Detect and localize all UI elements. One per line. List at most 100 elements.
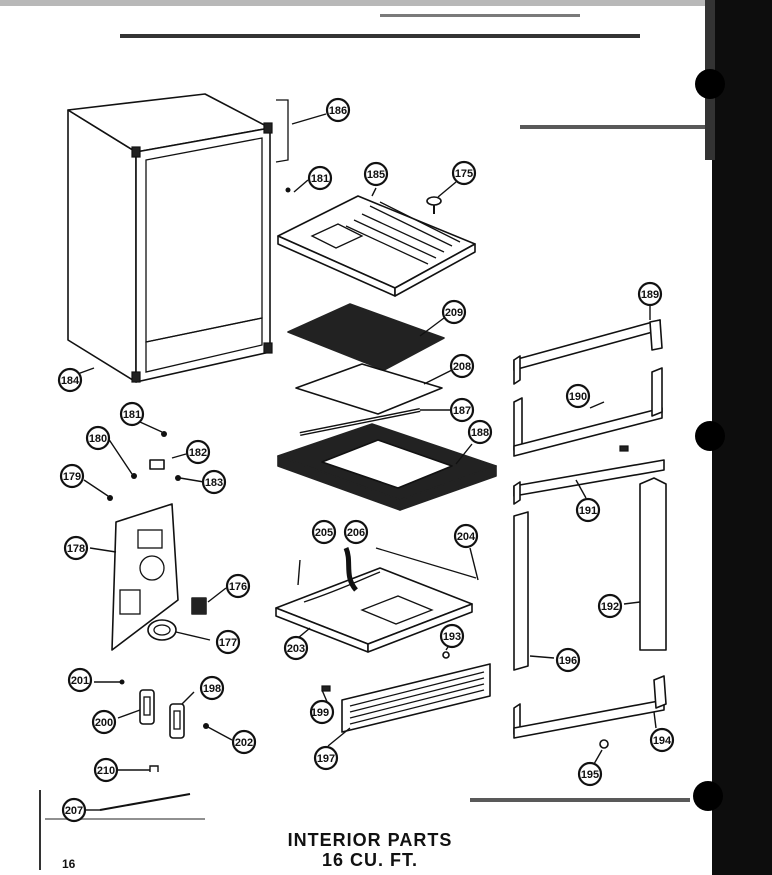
knob-175 — [426, 196, 442, 214]
screw-181-top — [285, 187, 291, 193]
callout-176: 176 — [225, 573, 251, 599]
bracket-182 — [149, 459, 165, 470]
callout-178: 178 — [63, 535, 89, 561]
callout-196-b: 199 — [309, 699, 335, 725]
clip-195 — [599, 739, 609, 749]
insulation-209 — [287, 303, 445, 371]
binder-hole-middle — [695, 421, 725, 451]
svg-text:191: 191 — [579, 505, 597, 517]
callout-190: 190 — [565, 383, 591, 409]
switch-176 — [191, 597, 207, 615]
callout-186: 186 — [325, 97, 351, 123]
svg-text:210: 210 — [97, 765, 115, 777]
callout-201: 201 — [67, 667, 93, 693]
svg-text:177: 177 — [219, 637, 237, 649]
diagram-title: INTERIOR PARTS 16 CU. FT. — [250, 830, 490, 870]
callout-184: 184 — [57, 367, 83, 393]
svg-text:181: 181 — [311, 173, 329, 185]
holder-200 — [139, 689, 155, 725]
svg-text:196: 196 — [559, 655, 577, 667]
svg-text:204: 204 — [457, 531, 476, 543]
glass-208 — [295, 363, 443, 415]
callout-194: 194 — [649, 727, 675, 753]
callout-182: 182 — [185, 439, 211, 465]
callout-177: 177 — [215, 629, 241, 655]
clip-193 — [442, 651, 450, 659]
svg-text:180: 180 — [89, 433, 107, 445]
callout-206: 206 — [343, 519, 369, 545]
shelf-panel-185 — [277, 195, 476, 297]
callout-189: 189 — [637, 281, 663, 307]
callout-188: 188 — [467, 419, 493, 445]
callout-208: 208 — [449, 353, 475, 379]
svg-text:205: 205 — [315, 527, 333, 539]
svg-text:193: 193 — [443, 631, 461, 643]
svg-text:181: 181 — [123, 409, 141, 421]
svg-text:194: 194 — [653, 735, 672, 747]
callout-202: 202 — [231, 729, 257, 755]
clip-196-right — [619, 445, 629, 452]
svg-text:190: 190 — [569, 391, 587, 403]
cabinet-liner-184 — [67, 93, 273, 383]
svg-text:178: 178 — [67, 543, 85, 555]
drawer-front-197 — [341, 663, 491, 733]
knob-177 — [147, 619, 177, 641]
svg-text:202: 202 — [235, 737, 253, 749]
svg-text:206: 206 — [347, 527, 365, 539]
clip-196-left — [321, 685, 331, 692]
callout-191: 191 — [575, 497, 601, 523]
callout-204: 204 — [453, 523, 479, 549]
svg-text:186: 186 — [329, 105, 347, 117]
svg-text:185: 185 — [367, 169, 385, 181]
svg-text:183: 183 — [205, 477, 223, 489]
svg-text:195: 195 — [581, 769, 599, 781]
shelf-191 — [513, 459, 665, 505]
page-number: 16 — [62, 857, 76, 871]
callout-207: 207 — [61, 797, 87, 823]
svg-text:198: 198 — [203, 683, 221, 695]
door-trim-196 — [513, 511, 529, 671]
svg-text:200: 200 — [95, 717, 113, 729]
callout-210: 210 — [93, 757, 119, 783]
control-housing-178 — [111, 503, 179, 651]
svg-text:199: 199 — [311, 707, 329, 719]
callout-187: 187 — [449, 397, 475, 423]
screw-180 — [131, 473, 137, 479]
screw-181-mid — [161, 431, 167, 437]
title-line-2: 16 CU. FT. — [321, 850, 419, 870]
callout-175: 175 — [451, 160, 477, 186]
clip-206 — [343, 547, 359, 592]
callout-181-b: 181 — [119, 401, 145, 427]
rod-207 — [99, 793, 191, 811]
svg-text:175: 175 — [455, 168, 473, 180]
callout-195: 195 — [577, 761, 603, 787]
svg-text:192: 192 — [601, 601, 619, 613]
svg-text:176: 176 — [229, 581, 247, 593]
binder-hole-top — [695, 69, 725, 99]
svg-text:189: 189 — [641, 289, 659, 301]
callout-180: 180 — [85, 425, 111, 451]
svg-text:197: 197 — [317, 753, 335, 765]
screw-183 — [175, 475, 181, 481]
shelf-190 — [513, 367, 663, 457]
svg-text:209: 209 — [445, 307, 463, 319]
svg-text:187: 187 — [453, 405, 471, 417]
callout-181-a: 181 — [307, 165, 333, 191]
holder-198 — [169, 703, 185, 739]
svg-text:201: 201 — [71, 675, 89, 687]
callout-203: 203 — [283, 635, 309, 661]
callout-192: 192 — [597, 593, 623, 619]
svg-text:184: 184 — [61, 375, 80, 387]
svg-text:188: 188 — [471, 427, 489, 439]
callout-205: 205 — [311, 519, 337, 545]
rail-part-186 — [275, 99, 289, 163]
callout-196-a: 196 — [555, 647, 581, 673]
callout-185: 185 — [363, 161, 389, 187]
svg-text:203: 203 — [287, 643, 305, 655]
callout-193: 193 — [439, 623, 465, 649]
title-line-1: INTERIOR PARTS — [287, 830, 453, 850]
binder-hole-bottom — [693, 781, 723, 811]
door-trim-192 — [639, 477, 667, 651]
